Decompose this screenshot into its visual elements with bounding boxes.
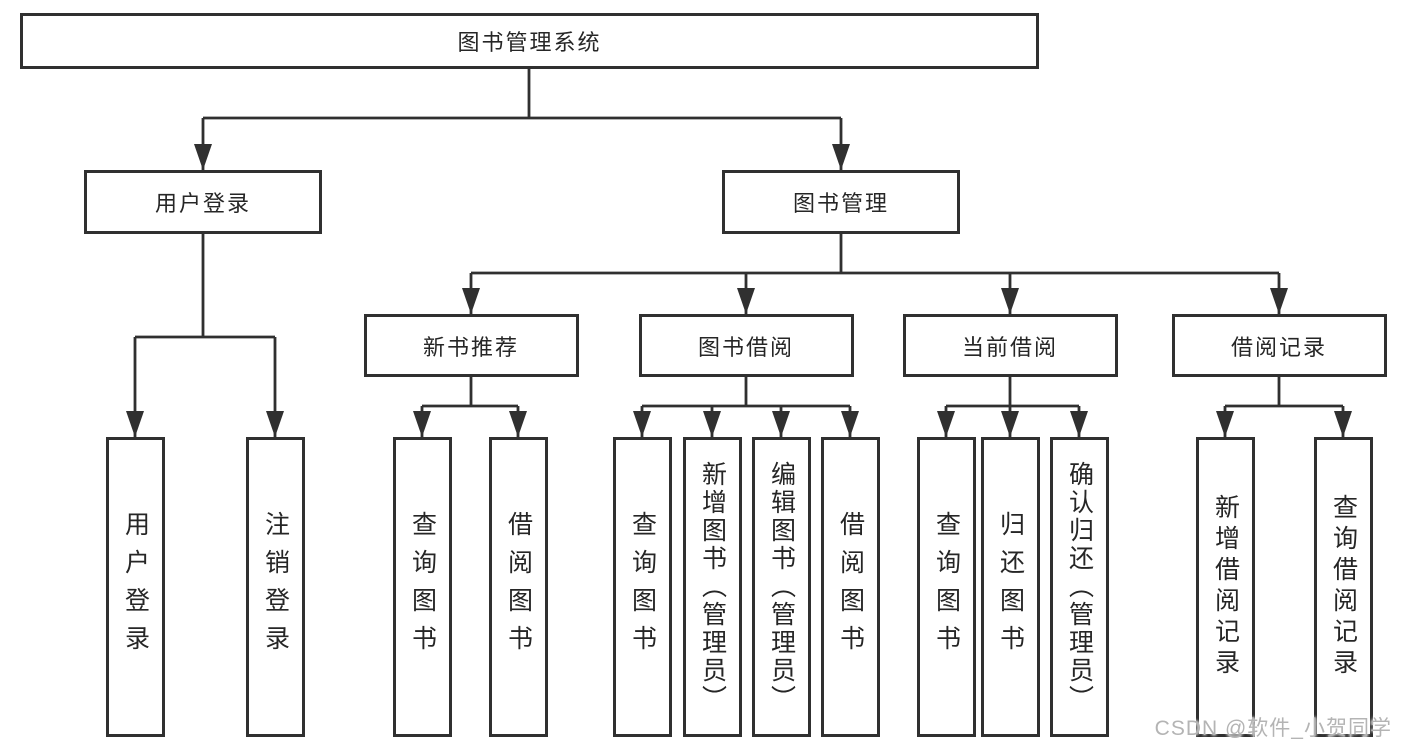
leaf-add-borrow-record-label: 新增借阅记录 [1211,494,1240,680]
leaf-add-book-admin: 新增图书（管理员） [682,437,742,737]
leaf-logout-label: 注销登录 [261,511,290,663]
leaf-query-book-recommend: 查询图书 [392,437,452,737]
leaf-edit-book-admin-label: 编辑图书（管理员） [767,461,796,713]
node-root: 图书管理系统 [20,13,1039,69]
leaf-return-book: 归还图书 [980,437,1040,737]
leaf-borrow-book-recommend-label: 借阅图书 [504,511,533,663]
leaf-edit-book-admin: 编辑图书（管理员） [751,437,811,737]
leaf-query-book-current-label: 查询图书 [932,511,961,663]
leaf-borrow-book-recommend: 借阅图书 [488,437,548,737]
node-user-login-label: 用户登录 [154,191,251,216]
leaf-add-borrow-record: 新增借阅记录 [1195,437,1255,737]
node-book-management: 图书管理 [722,170,960,234]
node-user-login: 用户登录 [84,170,322,234]
leaf-confirm-return-admin: 确认归还（管理员） [1049,437,1109,737]
leaf-user-login: 用户登录 [105,437,165,737]
node-current-borrow: 当前借阅 [902,314,1118,377]
arrow-stems [126,118,1352,437]
node-root-label: 图书管理系统 [457,30,602,55]
leaf-query-book-current: 查询图书 [916,437,976,737]
leaf-query-book-recommend-label: 查询图书 [408,511,437,663]
leaf-logout: 注销登录 [245,437,305,737]
leaf-query-borrow-record: 查询借阅记录 [1313,437,1373,737]
node-new-book-recommend-label: 新书推荐 [422,334,519,360]
leaf-borrow-book: 借阅图书 [820,437,880,737]
node-book-management-label: 图书管理 [792,191,889,216]
leaf-user-login-label: 用户登录 [121,511,150,663]
leaf-borrow-book-label: 借阅图书 [836,511,865,663]
leaf-confirm-return-admin-label: 确认归还（管理员） [1065,461,1094,713]
leaf-query-book-borrow: 查询图书 [612,437,672,737]
node-borrow-records-label: 借阅记录 [1230,334,1327,360]
trunk-lines [135,69,1343,408]
node-borrow-records: 借阅记录 [1171,314,1387,377]
node-book-borrow: 图书借阅 [638,314,854,377]
leaf-query-borrow-record-label: 查询借阅记录 [1329,494,1358,680]
leaf-add-book-admin-label: 新增图书（管理员） [698,461,727,713]
node-new-book-recommend: 新书推荐 [363,314,579,377]
leaf-query-book-borrow-label: 查询图书 [628,511,657,663]
node-book-borrow-label: 图书借阅 [697,334,794,360]
watermark: CSDN @软件_小贺同学 [1154,717,1392,740]
leaf-return-book-label: 归还图书 [996,511,1025,663]
node-current-borrow-label: 当前借阅 [961,334,1058,360]
